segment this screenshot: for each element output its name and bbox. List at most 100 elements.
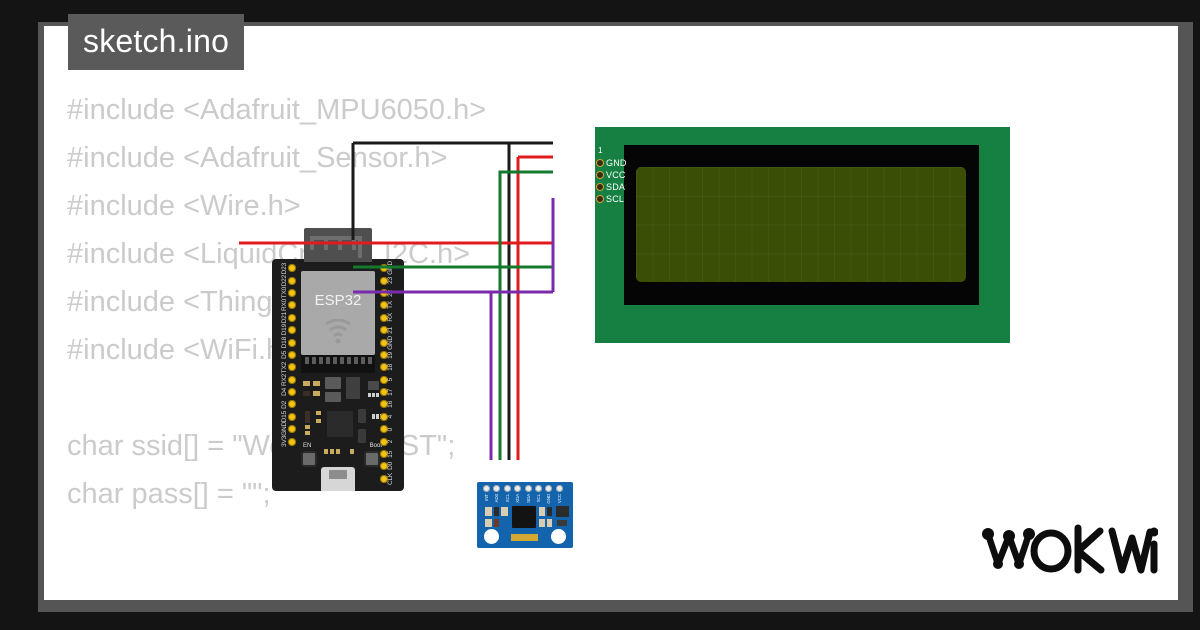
- esp32-pin[interactable]: CLK: [380, 473, 404, 485]
- pin-dot-icon: [288, 350, 296, 359]
- esp32-usb-port[interactable]: [321, 467, 355, 491]
- pin-label: GND: [606, 158, 627, 168]
- mpu-pin[interactable]: XCL: [503, 485, 511, 502]
- pin-label: D22: [280, 274, 288, 287]
- pin-label: XDA: [515, 494, 521, 503]
- esp32-pin[interactable]: D2: [272, 398, 296, 410]
- pin-label: TX0: [280, 287, 288, 299]
- esp32-pin[interactable]: 17: [380, 386, 404, 398]
- pin-dot-icon: [288, 363, 296, 372]
- esp32-pin[interactable]: 21: [380, 324, 404, 336]
- mpu-pin[interactable]: VCC: [555, 485, 563, 503]
- esp32-pin[interactable]: 2: [380, 435, 404, 447]
- pin-dot-icon: [288, 326, 296, 335]
- part-esp32-devkit[interactable]: ESP32: [272, 228, 404, 491]
- esp32-boot-button[interactable]: [364, 451, 380, 467]
- pin-dot-icon: [288, 375, 296, 384]
- pin-label: CLK: [387, 472, 394, 485]
- code-line: [67, 374, 1178, 422]
- pin-label: 19: [387, 351, 394, 359]
- mpu6050-mount-hole: [551, 529, 566, 544]
- esp32-pin[interactable]: 15: [380, 448, 404, 460]
- pin-label: D4: [280, 388, 288, 397]
- pin-label: D5: [280, 350, 288, 359]
- pin-hole-icon: [514, 485, 522, 492]
- esp32-pin[interactable]: 4: [380, 411, 404, 423]
- pin-label: XCL: [504, 494, 510, 503]
- esp32-pin[interactable]: TX0: [272, 287, 296, 299]
- esp32-pin[interactable]: 18: [380, 361, 404, 373]
- esp32-pin[interactable]: D4: [272, 386, 296, 398]
- esp32-pin[interactable]: 5: [380, 374, 404, 386]
- diagram-canvas[interactable]: #include <Adafruit_MPU6050.h> #include <…: [44, 26, 1178, 600]
- esp32-pin[interactable]: D5: [272, 349, 296, 361]
- lcd-pin-header[interactable]: GND VCC SDA SCL: [595, 157, 655, 205]
- esp32-pin[interactable]: GND: [380, 336, 404, 349]
- esp32-pin[interactable]: 0: [380, 423, 404, 435]
- mpu6050-chip: [512, 506, 536, 528]
- lcd-pin-vcc[interactable]: VCC: [595, 169, 655, 181]
- esp32-wroom-module: ESP32: [301, 271, 375, 355]
- pin-dot-icon: [288, 301, 296, 310]
- pin-label: VCC: [556, 494, 562, 504]
- esp32-pin[interactable]: 22: [380, 287, 404, 299]
- mpu-pin[interactable]: INT: [483, 485, 490, 501]
- esp32-left-pin-header[interactable]: D23 D22 TX0 RX0 D21 D19 D18 D5 TX2 RX2 D…: [272, 262, 296, 448]
- esp32-pin[interactable]: D0: [380, 460, 404, 472]
- pin-dot-icon: [288, 338, 296, 347]
- esp32-pin[interactable]: GND: [272, 422, 296, 436]
- mpu6050-pin-header[interactable]: INT AD0 XCL XDA SDA SCL GND VCC: [483, 485, 563, 504]
- pin-label: 4: [387, 415, 394, 419]
- lcd-character-grid: [636, 167, 966, 282]
- esp32-pin[interactable]: D22: [272, 274, 296, 286]
- pin-dot-icon: [288, 400, 296, 409]
- mpu-pin[interactable]: XDA: [514, 485, 522, 503]
- esp32-en-button[interactable]: [301, 451, 317, 467]
- esp32-pin[interactable]: D21: [272, 312, 296, 324]
- pin-dot-icon: [288, 412, 296, 421]
- lcd-pin-gnd[interactable]: GND: [595, 157, 655, 169]
- esp32-pin[interactable]: TX: [380, 299, 404, 311]
- pin-label: RX2: [280, 373, 288, 386]
- usb-connector-inner: [329, 470, 347, 479]
- pin-dot-icon: [380, 462, 388, 471]
- pin-label: 15: [387, 450, 394, 458]
- mpu-pin[interactable]: SDA: [524, 485, 532, 503]
- mpu-pin[interactable]: SCL: [534, 485, 542, 502]
- esp32-module-pads: [301, 355, 375, 373]
- pin-hole-icon: [503, 485, 511, 492]
- esp32-pin[interactable]: 16: [380, 398, 404, 410]
- esp32-pin[interactable]: D18: [272, 336, 296, 348]
- pin-label: 23: [387, 277, 394, 284]
- esp32-pin[interactable]: TX2: [272, 361, 296, 373]
- esp32-pin[interactable]: GND: [380, 261, 404, 275]
- file-tab-sketch-ino[interactable]: sketch.ino: [68, 14, 245, 70]
- mpu-pin[interactable]: AD0: [493, 485, 501, 502]
- pin-label: D0: [387, 462, 394, 471]
- pin-label: 16: [387, 401, 394, 408]
- pin-label: SCL: [535, 494, 541, 503]
- esp32-pin[interactable]: RX0: [272, 299, 296, 311]
- mpu-pin[interactable]: GND: [545, 485, 553, 504]
- esp32-pin[interactable]: 19: [380, 349, 404, 361]
- esp32-pin[interactable]: RX: [380, 312, 404, 324]
- esp32-pin[interactable]: D19: [272, 324, 296, 336]
- pin-label: SDA: [525, 494, 531, 503]
- esp32-pin[interactable]: RX2: [272, 374, 296, 386]
- part-mpu6050[interactable]: INT AD0 XCL XDA SDA SCL GND VCC: [477, 482, 573, 548]
- pin-label: D19: [280, 324, 288, 336]
- part-lcd2004[interactable]: 1 GND VCC SDA SCL: [595, 127, 1010, 343]
- pin-dot-icon: [288, 313, 296, 322]
- pin-hole-icon: [545, 485, 553, 492]
- esp32-pin[interactable]: 23: [380, 274, 404, 286]
- lcd-pin-scl[interactable]: SCL: [595, 193, 655, 205]
- esp32-pin[interactable]: 3V3: [272, 435, 296, 447]
- lcd-pin-sda[interactable]: SDA: [595, 181, 655, 193]
- esp32-pin[interactable]: D23: [272, 262, 296, 274]
- pin-label: SDA: [606, 182, 626, 192]
- pin-dot-icon: [288, 425, 296, 434]
- esp32-right-pin-header[interactable]: GND 23 22 TX RX 21 GND 19 18 5 17 16 4 0…: [380, 261, 404, 485]
- pin-hole-icon: [596, 183, 604, 191]
- pin-hole-icon: [596, 171, 604, 179]
- lcd-pin-number-marker: 1: [598, 146, 603, 155]
